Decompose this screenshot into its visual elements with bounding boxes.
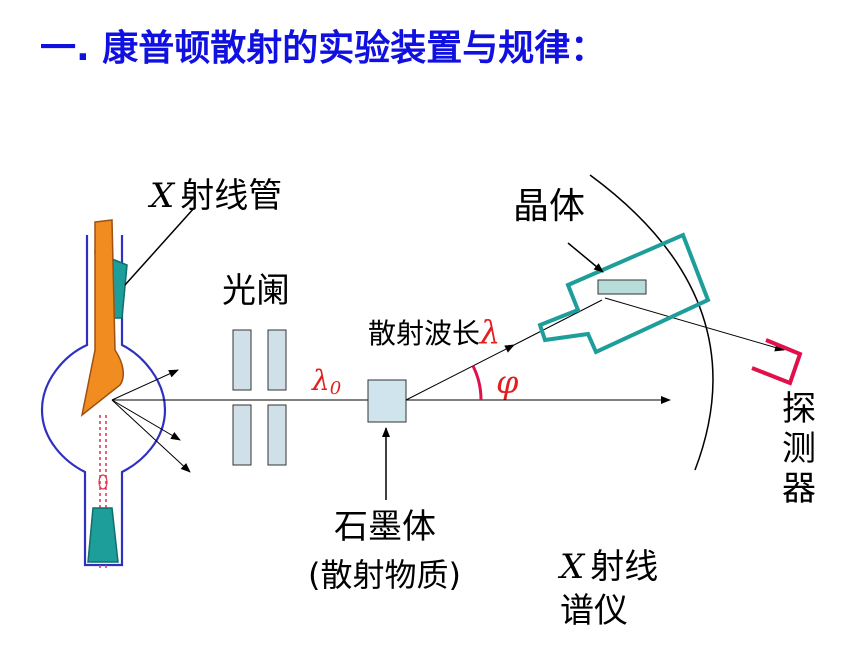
- crystal: [597, 279, 647, 295]
- diffracted-beam: [604, 297, 785, 352]
- spectrometer-arc: [589, 174, 714, 471]
- title-dot: .: [76, 28, 90, 69]
- graphite-label: 石墨体: [334, 507, 436, 547]
- crystal-housing: [537, 232, 711, 355]
- tube-bottom-electrode: [87, 507, 119, 563]
- angle-arc: [471, 365, 483, 401]
- title-text: 康普顿散射的实验装置与规律：: [90, 27, 607, 69]
- graphite-sublabel: (散射物质): [308, 556, 461, 594]
- spectrometer-sublabel: 谱仪: [560, 591, 628, 631]
- ray-lower-1: [111, 399, 181, 441]
- detector: [751, 338, 803, 386]
- slit: [232, 329, 287, 466]
- title-number: 一: [40, 28, 76, 69]
- xray-tube-envelope: [40, 235, 167, 567]
- crystal-label: 晶体: [513, 186, 585, 227]
- scattered-beam: [405, 344, 515, 401]
- detector-label: 探 测 器: [782, 389, 827, 509]
- xray-tube-pointer: [124, 206, 196, 286]
- anode: [80, 219, 125, 417]
- page-title: 一. 康普顿散射的实验装置与规律：: [40, 27, 606, 69]
- filament-coil: [98, 474, 108, 490]
- ray-upper: [111, 369, 179, 401]
- crystal-pointer: [567, 242, 604, 273]
- scattering-angle-label: φ: [496, 363, 519, 401]
- scattered-beam-inner: [513, 299, 603, 346]
- slit-label: 光阑: [222, 271, 290, 311]
- incident-wavelength-label: λ0: [311, 364, 341, 399]
- scattered-wavelength-label: 散射波长λ: [368, 313, 500, 351]
- graphite-block: [367, 379, 407, 423]
- ray-lower-2: [111, 399, 191, 473]
